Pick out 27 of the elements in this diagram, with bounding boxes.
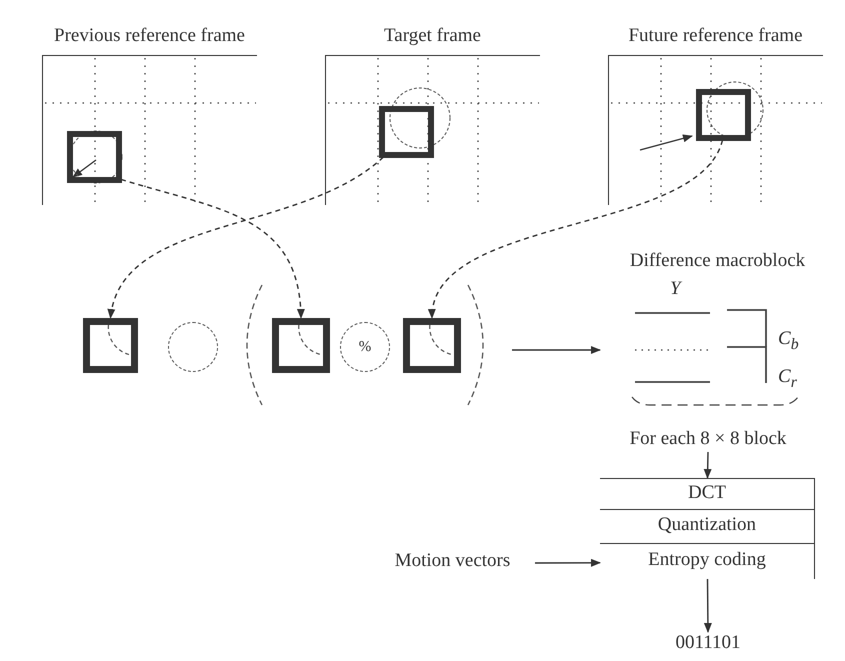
block-title: Difference macroblock bbox=[628, 250, 806, 272]
macroblock bbox=[272, 318, 330, 373]
dashed-arrow bbox=[430, 140, 724, 319]
channel-label: C$_{b}$ bbox=[778, 328, 799, 355]
arrow bbox=[535, 558, 601, 567]
arrow bbox=[704, 452, 712, 479]
frame-title: Future reference frame bbox=[627, 25, 804, 47]
process-step: DCT bbox=[600, 478, 815, 509]
frame-title: Previous reference frame bbox=[53, 25, 246, 47]
macroblock bbox=[83, 318, 138, 373]
text-label: 0011101 bbox=[668, 632, 748, 658]
process-step: Entropy coding bbox=[600, 543, 815, 579]
arrow bbox=[704, 579, 712, 633]
macroblock bbox=[403, 318, 461, 373]
macroblock bbox=[379, 106, 434, 158]
operator-circle bbox=[168, 322, 218, 372]
channel-label: Y bbox=[670, 278, 681, 300]
channel-label: C$_{r}$ bbox=[778, 366, 797, 393]
arrow bbox=[512, 346, 601, 354]
text-label: Motion vectors bbox=[370, 550, 535, 576]
macroblock bbox=[696, 89, 751, 141]
operator-symbol: % bbox=[358, 338, 372, 356]
frame-title: Target frame bbox=[383, 25, 482, 47]
process-step: Quantization bbox=[600, 509, 815, 543]
dashed-arrow bbox=[108, 156, 384, 319]
text-label: For each 8 × 8 block bbox=[598, 428, 818, 452]
dashed-arrow bbox=[120, 178, 304, 319]
